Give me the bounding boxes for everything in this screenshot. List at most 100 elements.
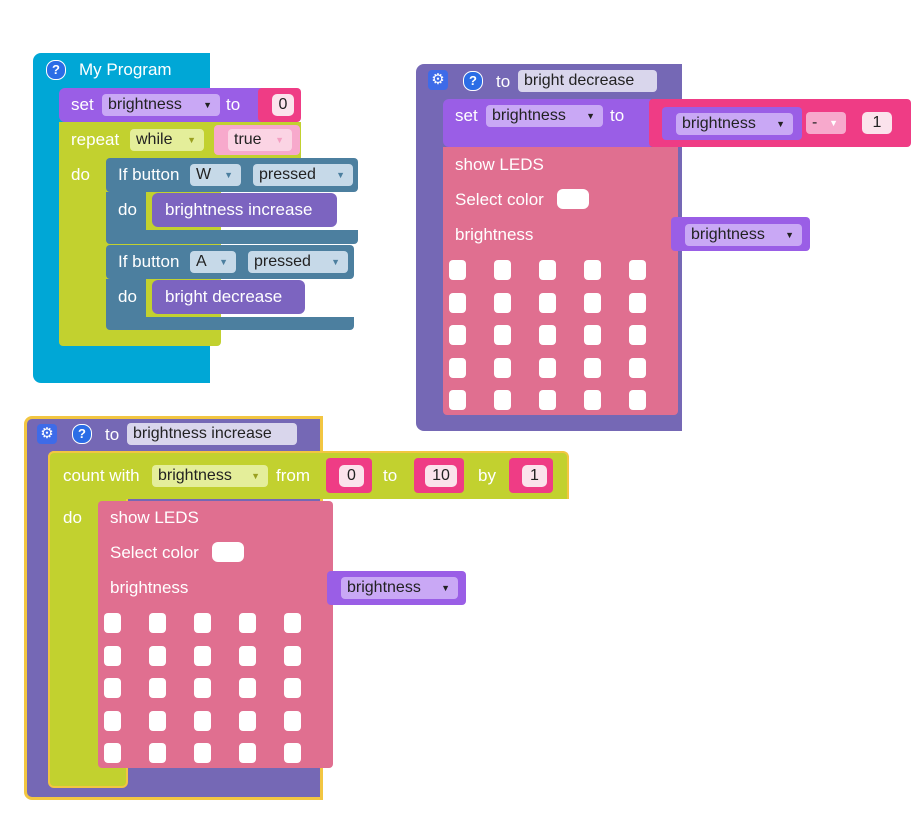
decrease-led-3-1[interactable] — [494, 357, 511, 378]
decrease-led-0-4[interactable] — [629, 260, 646, 280]
decrease-brightness-variable-dropdown[interactable]: brightness ▼ — [685, 224, 802, 246]
brightness-increase-help-icon[interactable]: ? — [72, 424, 92, 444]
decrease-led-0-2[interactable] — [539, 260, 556, 280]
increase-led-2-0[interactable] — [104, 678, 121, 698]
decrease-led-4-1[interactable] — [494, 390, 511, 410]
decrease-led-1-4[interactable] — [629, 292, 646, 313]
increase-led-1-2[interactable] — [194, 645, 211, 666]
set-variable-dropdown[interactable]: brightness ▼ — [102, 94, 220, 116]
if-button-a-state-dropdown[interactable]: pressed ▼ — [248, 251, 348, 273]
decrease-led-1-1[interactable] — [494, 292, 511, 313]
count-to-keyword: to — [383, 466, 398, 485]
brightness-increase-call-block[interactable] — [152, 193, 337, 227]
if-button-w-do-label: do — [118, 200, 137, 219]
program-help-icon[interactable]: ? — [46, 60, 66, 80]
decrease-led-4-3[interactable] — [584, 390, 601, 410]
decrease-led-2-4[interactable] — [629, 325, 646, 345]
decrease-led-0-1[interactable] — [494, 260, 511, 280]
increase-led-0-3[interactable] — [239, 613, 256, 633]
increase-led-1-3[interactable] — [239, 645, 256, 666]
set-value-input[interactable]: 0 — [272, 94, 294, 116]
decrease-led-2-2[interactable] — [539, 325, 556, 345]
count-do-label: do — [63, 508, 82, 527]
decrease-math-variable-dropdown[interactable]: brightness ▼ — [676, 113, 793, 135]
increase-led-1-0[interactable] — [104, 645, 121, 666]
increase-led-4-4[interactable] — [284, 743, 301, 763]
chevron-down-icon: ▼ — [219, 257, 228, 267]
increase-color-swatch[interactable] — [212, 542, 244, 562]
bright-decrease-name-field[interactable]: bright decrease — [518, 70, 657, 92]
increase-led-0-0[interactable] — [104, 613, 121, 633]
bright-decrease-gear-icon[interactable]: ⚙ — [428, 70, 448, 90]
decrease-led-0-0[interactable] — [449, 260, 466, 280]
bright-decrease-call-block[interactable] — [152, 280, 305, 314]
decrease-operator: - — [812, 114, 818, 131]
increase-led-4-3[interactable] — [239, 743, 256, 763]
if-button-a-key: A — [196, 253, 207, 270]
set-keyword: set — [71, 95, 94, 114]
decrease-set-variable-dropdown[interactable]: brightness ▼ — [486, 105, 603, 127]
increase-led-2-4[interactable] — [284, 678, 301, 698]
increase-led-4-0[interactable] — [104, 743, 121, 763]
increase-brightness-variable: brightness — [347, 579, 421, 596]
increase-led-3-4[interactable] — [284, 710, 301, 731]
chevron-down-icon: ▼ — [336, 170, 345, 180]
decrease-led-3-0[interactable] — [449, 357, 466, 378]
increase-brightness-variable-dropdown[interactable]: brightness ▼ — [341, 577, 458, 599]
increase-led-3-3[interactable] — [239, 710, 256, 731]
increase-led-2-3[interactable] — [239, 678, 256, 698]
decrease-color-swatch[interactable] — [557, 189, 589, 209]
decrease-operator-dropdown[interactable]: - ▼ — [806, 112, 846, 134]
decrease-led-2-3[interactable] — [584, 325, 601, 345]
decrease-led-3-3[interactable] — [584, 357, 601, 378]
if-button-a-key-dropdown[interactable]: A ▼ — [190, 251, 236, 273]
decrease-led-1-3[interactable] — [584, 292, 601, 313]
count-with-header — [48, 451, 569, 499]
increase-led-1-4[interactable] — [284, 645, 301, 666]
chevron-down-icon: ▼ — [586, 111, 595, 121]
if-button-w-key-dropdown[interactable]: W ▼ — [190, 164, 241, 186]
increase-led-3-2[interactable] — [194, 710, 211, 731]
condition-dropdown[interactable]: true ▼ — [228, 129, 292, 151]
decrease-led-2-0[interactable] — [449, 325, 466, 345]
decrease-led-0-3[interactable] — [584, 260, 601, 280]
count-variable-dropdown[interactable]: brightness ▼ — [152, 465, 268, 487]
decrease-led-3-4[interactable] — [629, 357, 646, 378]
bright-decrease-help-icon[interactable]: ? — [463, 71, 483, 91]
increase-led-1-1[interactable] — [149, 645, 166, 666]
decrease-led-1-2[interactable] — [539, 292, 556, 313]
increase-led-0-2[interactable] — [194, 613, 211, 633]
if-button-w-key: W — [196, 166, 212, 183]
repeat-mode-label: while — [136, 131, 173, 148]
count-to-input[interactable]: 10 — [425, 465, 457, 487]
chevron-down-icon: ▼ — [785, 230, 794, 240]
decrease-show-leds-label: show LEDS — [455, 155, 544, 174]
if-button-w-body — [106, 192, 146, 232]
decrease-led-1-0[interactable] — [449, 292, 466, 313]
count-by-input[interactable]: 1 — [522, 465, 547, 487]
if-button-w-footer — [106, 230, 358, 244]
brightness-increase-gear-icon[interactable]: ⚙ — [37, 424, 57, 444]
count-from-input[interactable]: 0 — [339, 465, 364, 487]
decrease-led-4-0[interactable] — [449, 390, 466, 410]
increase-led-2-2[interactable] — [194, 678, 211, 698]
decrease-led-4-2[interactable] — [539, 390, 556, 410]
increase-led-4-1[interactable] — [149, 743, 166, 763]
increase-led-4-2[interactable] — [194, 743, 211, 763]
brightness-increase-name-field[interactable]: brightness increase — [127, 423, 297, 445]
decrease-led-2-1[interactable] — [494, 325, 511, 345]
increase-led-3-1[interactable] — [149, 710, 166, 731]
increase-led-2-1[interactable] — [149, 678, 166, 698]
decrease-led-4-4[interactable] — [629, 390, 646, 410]
if-button-a-state: pressed — [254, 253, 311, 270]
increase-led-0-4[interactable] — [284, 613, 301, 633]
decrease-operand-input[interactable]: 1 — [862, 112, 892, 134]
chevron-down-icon: ▼ — [441, 583, 450, 593]
increase-show-leds-label: show LEDS — [110, 508, 199, 527]
if-button-w-state-dropdown[interactable]: pressed ▼ — [253, 164, 353, 186]
increase-led-3-0[interactable] — [104, 710, 121, 731]
count-from-keyword: from — [276, 466, 310, 485]
decrease-led-3-2[interactable] — [539, 357, 556, 378]
increase-led-0-1[interactable] — [149, 613, 166, 633]
repeat-mode-dropdown[interactable]: while ▼ — [130, 129, 204, 151]
